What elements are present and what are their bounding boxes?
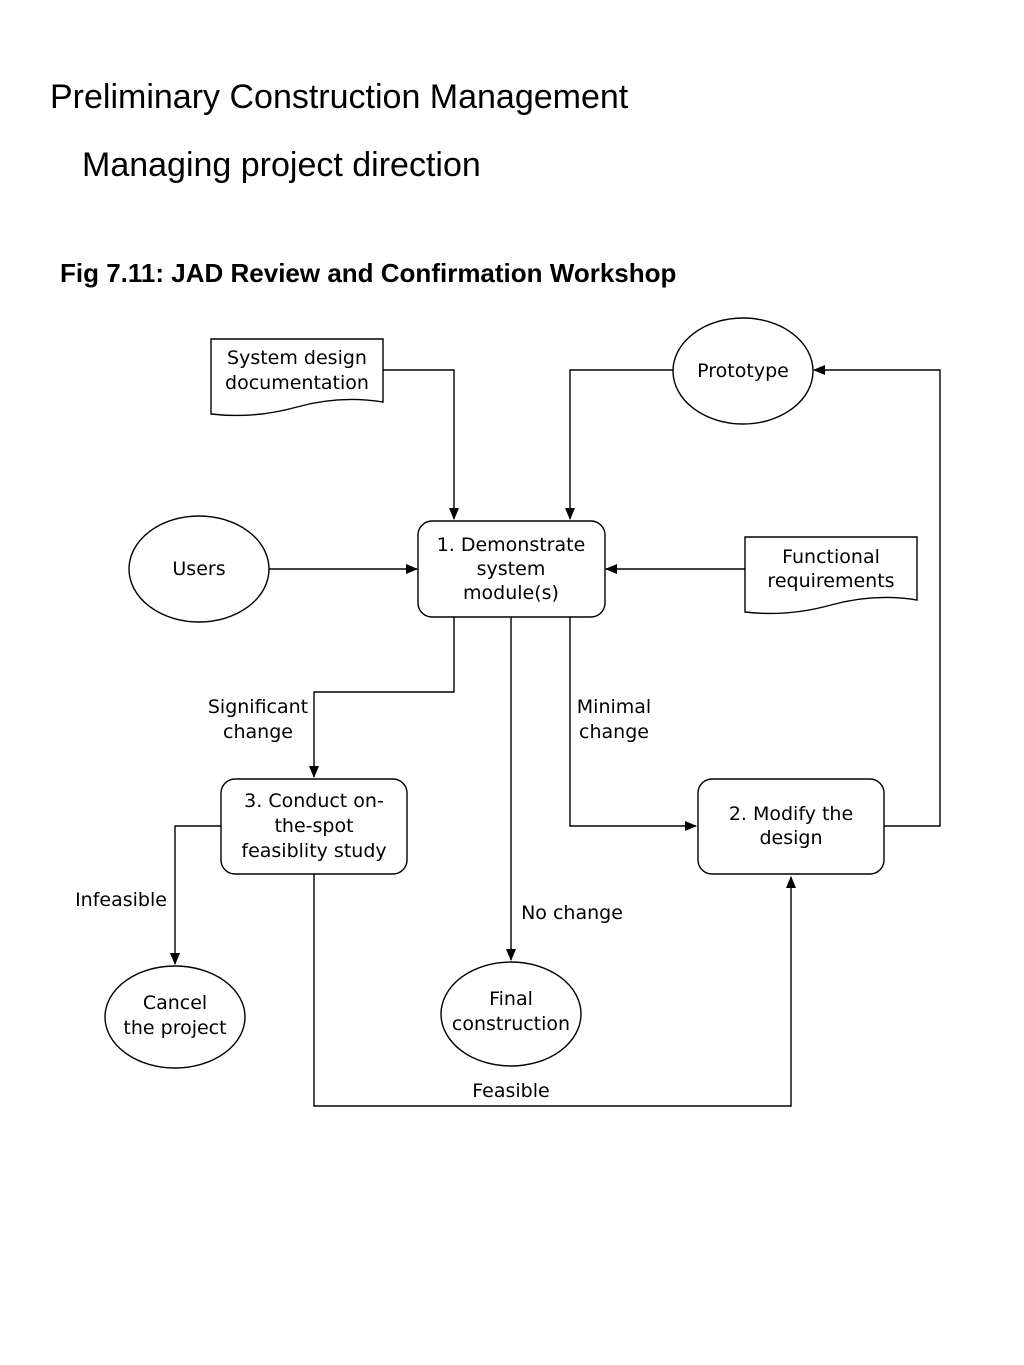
- node-label: design: [759, 827, 822, 849]
- node-conduct-feasibility-study: 3. Conduct on- the-spot feasiblity study: [220, 778, 408, 875]
- edge-label-significant-change: change: [223, 721, 293, 743]
- node-label: 1. Demonstrate: [437, 534, 586, 556]
- node-label: Prototype: [697, 360, 789, 382]
- node-label: System design: [227, 347, 367, 369]
- node-label: construction: [452, 1013, 570, 1035]
- edges: [170, 365, 941, 1107]
- figure-caption: Fig 7.11: JAD Review and Confirmation Wo…: [60, 258, 677, 288]
- edge-significant-change: [309, 617, 455, 778]
- node-label: the project: [123, 1017, 226, 1039]
- node-demonstrate-system-modules: 1. Demonstrate system module(s): [417, 520, 606, 618]
- page-subtitle: Managing project direction: [82, 146, 481, 184]
- node-cancel-project: Cancel the project: [104, 965, 246, 1069]
- edge-labels: Significant change Minimal change Infeas…: [75, 696, 651, 1102]
- edge-label-feasible: Feasible: [472, 1080, 549, 1102]
- node-final-construction: Final construction: [440, 961, 582, 1067]
- node-label: 3. Conduct on-: [244, 790, 384, 812]
- edge-label-no-change: No change: [521, 902, 623, 924]
- edge-minimal-change: [569, 617, 697, 831]
- node-label: Users: [172, 558, 225, 580]
- node-label: module(s): [463, 582, 559, 604]
- edge-doc-to-demonstrate: [383, 369, 459, 520]
- node-prototype: Prototype: [672, 317, 814, 425]
- node-label: documentation: [225, 372, 369, 394]
- node-label: requirements: [767, 570, 894, 592]
- node-functional-requirements: Functional requirements: [744, 536, 918, 615]
- node-system-design-documentation: System design documentation: [210, 338, 384, 417]
- edge-infeasible: [170, 825, 221, 965]
- node-label: system: [477, 558, 546, 580]
- edge-modify-to-prototype: [813, 365, 941, 827]
- node-label: Functional: [782, 546, 880, 568]
- page-title: Preliminary Construction Management: [50, 78, 629, 116]
- node-label: Final: [489, 988, 533, 1010]
- edge-feasible: [313, 874, 796, 1107]
- node-label: the-spot: [274, 815, 353, 837]
- edge-label-infeasible: Infeasible: [75, 889, 167, 911]
- edge-label-significant-change: Significant: [208, 696, 308, 718]
- node-users: Users: [128, 515, 270, 623]
- node-modify-design: 2. Modify the design: [697, 778, 885, 875]
- node-label: feasiblity study: [241, 840, 386, 862]
- edge-label-minimal-change: change: [579, 721, 649, 743]
- edge-label-minimal-change: Minimal: [577, 696, 651, 718]
- node-label: Cancel: [143, 992, 207, 1014]
- edge-prototype-to-demonstrate: [565, 369, 673, 520]
- node-label: 2. Modify the: [729, 803, 853, 825]
